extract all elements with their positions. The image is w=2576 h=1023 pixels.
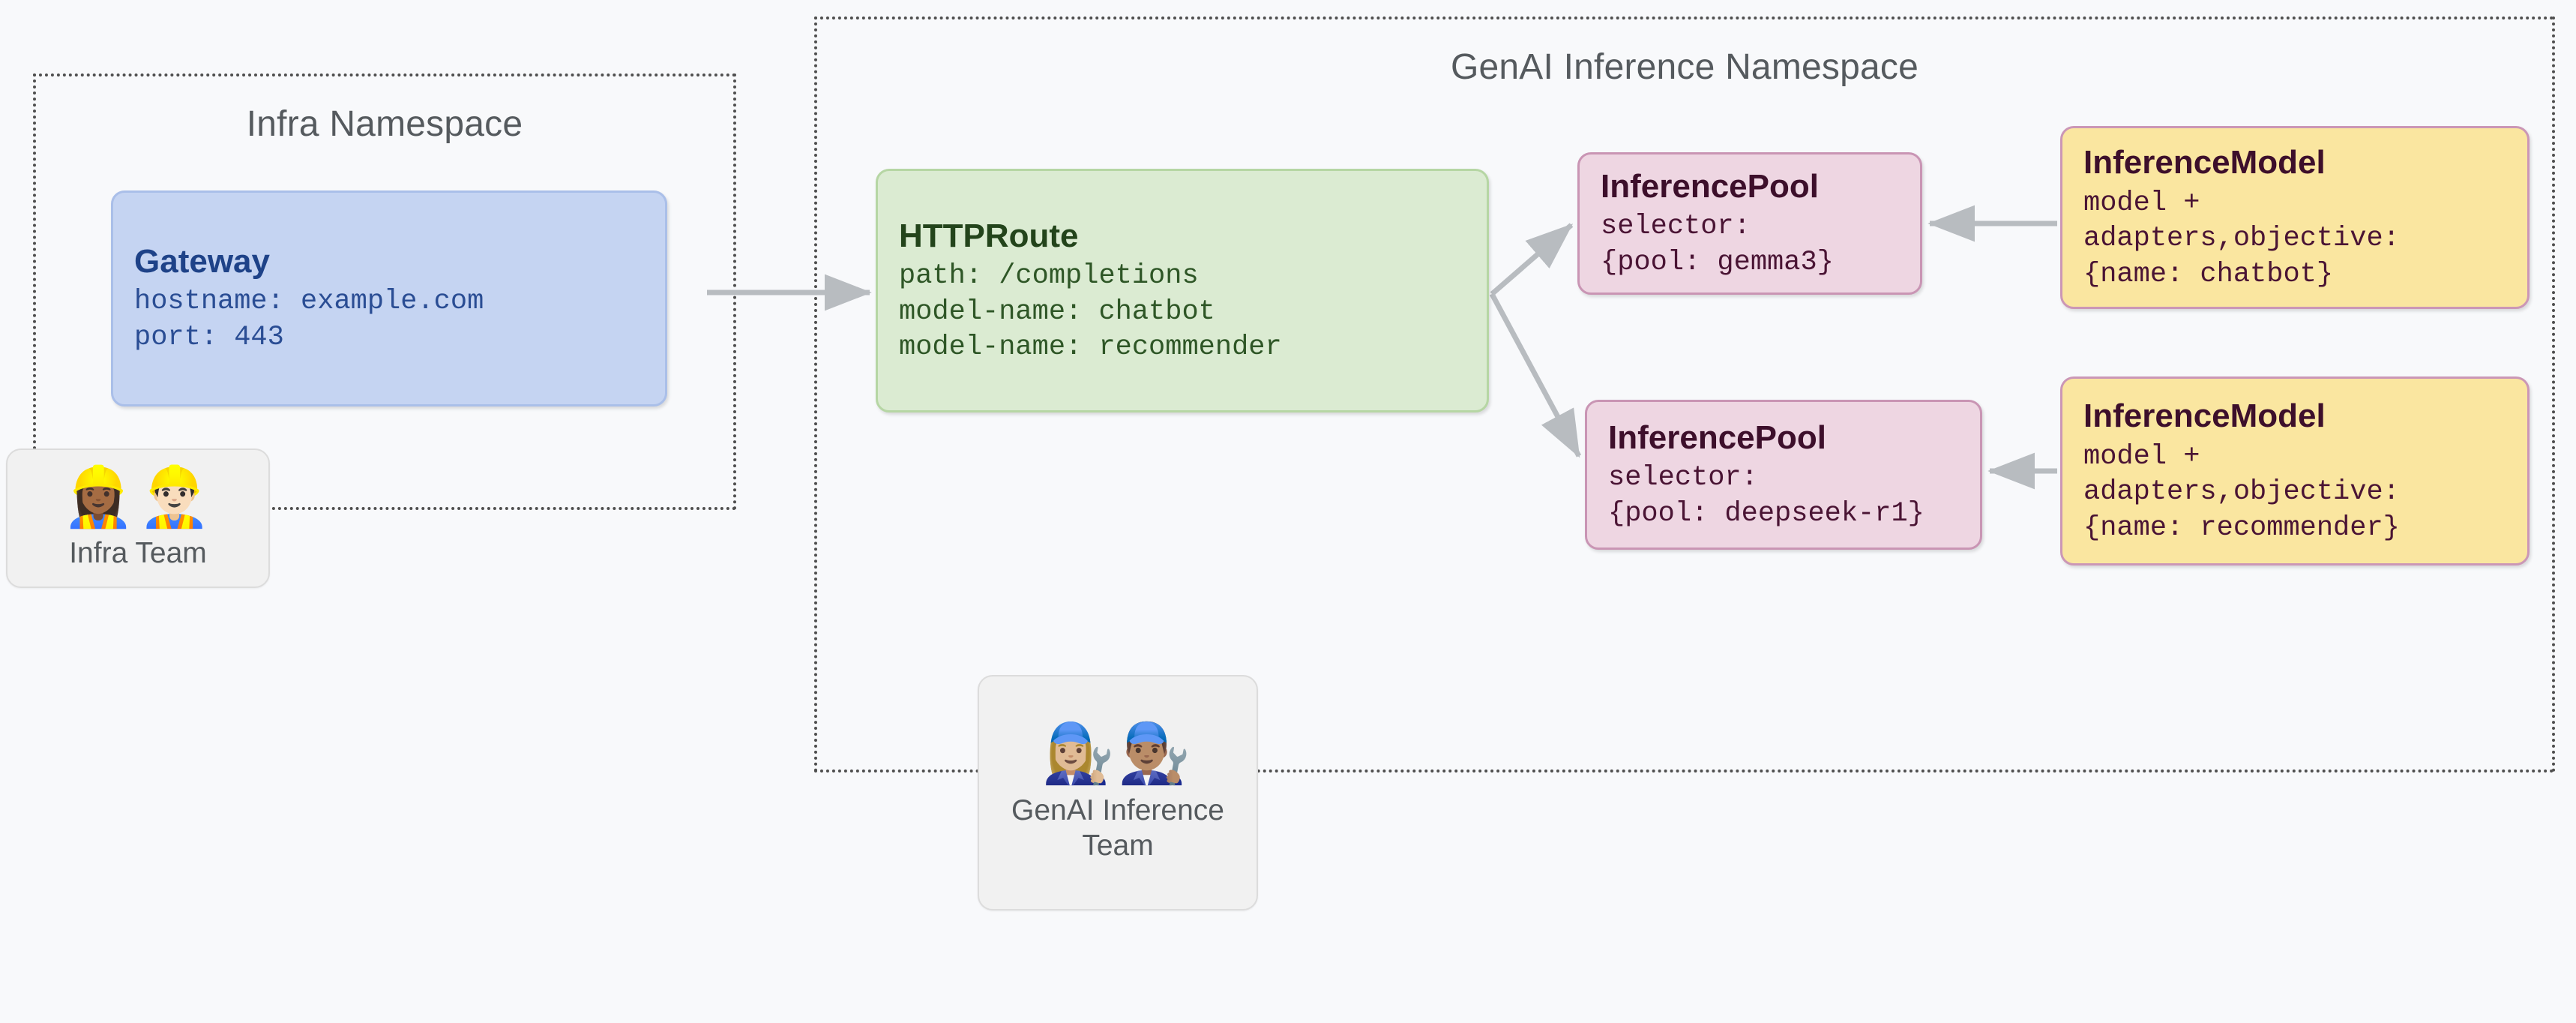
inferencemodel-chatbot-adapters-line: adapters,objective: xyxy=(2083,223,2400,255)
gateway-port-line: port: 443 xyxy=(134,321,284,353)
inferencemodel-recommender-name-line: {name: recommender} xyxy=(2083,512,2400,544)
inferencemodel-chatbot-node[interactable]: InferenceModel model + adapters,objectiv… xyxy=(2060,126,2530,309)
genai-team-card[interactable]: 👩🏼‍🔧👨🏽‍🔧 GenAI Inference Team xyxy=(978,675,1258,910)
inferencepool-deepseek-node[interactable]: InferencePool selector: {pool: deepseek-… xyxy=(1585,400,1982,550)
gateway-node[interactable]: Gateway hostname: example.com port: 443 xyxy=(111,190,667,406)
infra-team-card[interactable]: 👷🏾‍♀️👷🏻‍♂️ Infra Team xyxy=(6,448,270,588)
inferencepool-gemma3-selector-value: {pool: gemma3} xyxy=(1601,246,1834,278)
httproute-kind-label: HTTPRoute xyxy=(899,217,1079,254)
inferencemodel-chatbot-kind-label: InferenceModel xyxy=(2083,144,2326,182)
inferencemodel-recommender-model-line: model + xyxy=(2083,440,2200,472)
httproute-path-line: path: /completions xyxy=(899,260,1199,292)
inferencepool-deepseek-selector-label: selector: xyxy=(1608,462,1758,494)
infra-namespace-title: Infra Namespace xyxy=(246,104,523,144)
genai-team-label: GenAI Inference Team xyxy=(1011,794,1224,862)
inferencemodel-recommender-kind-label: InferenceModel xyxy=(2083,398,2326,435)
inferencepool-gemma3-kind-label: InferencePool xyxy=(1601,167,1819,205)
genai-namespace-boundary xyxy=(814,16,2555,772)
mechanic-icon: 👩🏼‍🔧👨🏽‍🔧 xyxy=(1041,720,1194,787)
inferencemodel-recommender-node[interactable]: InferenceModel model + adapters,objectiv… xyxy=(2060,376,2530,566)
gateway-kind-label: Gateway xyxy=(134,242,270,280)
inferencepool-deepseek-kind-label: InferencePool xyxy=(1608,418,1826,456)
gateway-hostname-line: hostname: example.com xyxy=(134,286,484,318)
inferencemodel-recommender-adapters-line: adapters,objective: xyxy=(2083,476,2400,508)
inferencepool-gemma3-selector-label: selector: xyxy=(1601,211,1751,243)
inferencemodel-chatbot-name-line: {name: chatbot} xyxy=(2083,258,2334,290)
httproute-node[interactable]: HTTPRoute path: /completions model-name:… xyxy=(876,169,1489,412)
httproute-model-name-recommender-line: model-name: recommender xyxy=(899,332,1282,364)
inferencepool-deepseek-selector-value: {pool: deepseek-r1} xyxy=(1608,497,1925,530)
inferencemodel-chatbot-model-line: model + xyxy=(2083,187,2200,219)
httproute-model-name-chatbot-line: model-name: chatbot xyxy=(899,296,1215,328)
inferencepool-gemma3-node[interactable]: InferencePool selector: {pool: gemma3} xyxy=(1577,152,1922,295)
infra-team-label: Infra Team xyxy=(69,537,207,570)
genai-namespace-title: GenAI Inference Namespace xyxy=(1450,47,1919,87)
construction-worker-icon: 👷🏾‍♀️👷🏻‍♂️ xyxy=(61,464,214,530)
